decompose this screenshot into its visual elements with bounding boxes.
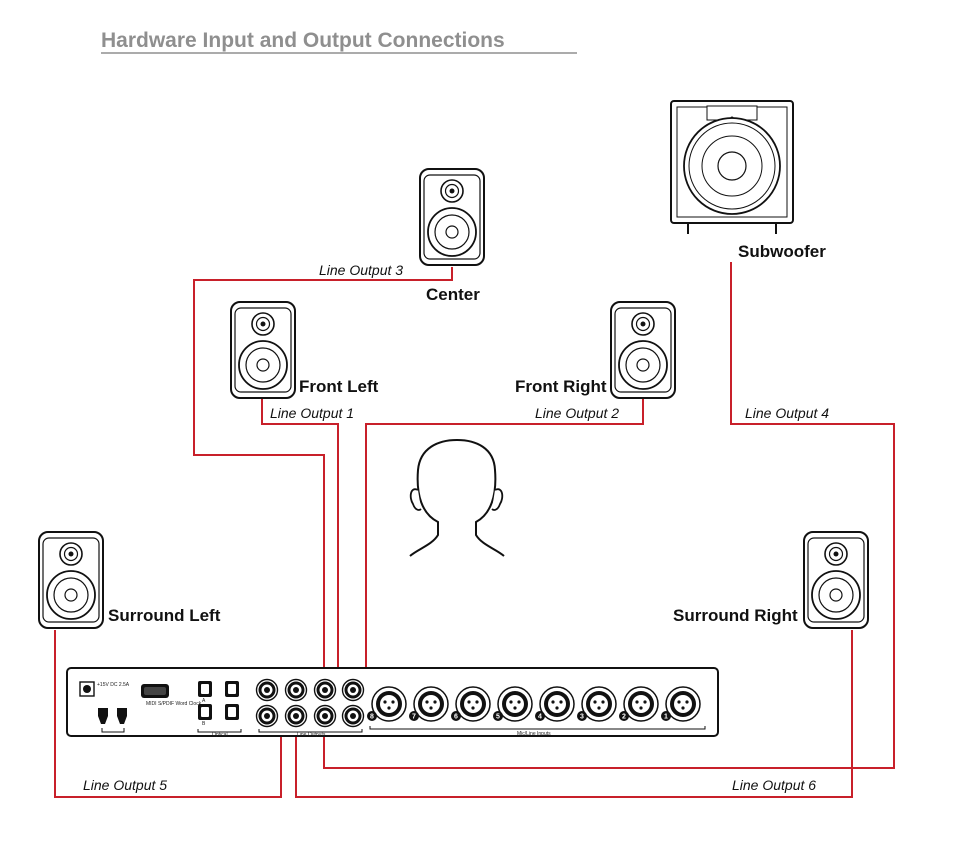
- optical-in-a-icon: [198, 681, 212, 697]
- cable-line-output-5: [54, 630, 282, 798]
- line-output-4-label: Line Output 4: [745, 405, 829, 421]
- front-left-label: Front Left: [299, 377, 379, 396]
- midi-label: MIDI S/PDIF Word Clock: [146, 701, 202, 707]
- power-jack-icon: [79, 681, 95, 697]
- power-label: +15V DC 2.5A: [97, 682, 130, 688]
- line-out-jack-icon: [313, 704, 337, 728]
- front-right-label: Front Right: [515, 377, 607, 396]
- input-number: 4: [538, 714, 542, 721]
- speaker-surround-right: Surround Right: [673, 531, 869, 629]
- audio-interface-panel: +15V DC 2.5A MIDI S/PDIF Word Clock A B …: [66, 667, 719, 738]
- mic-line-inputs: 8 7 6 5 4 3 2 1 Mic/Line Inputs: [367, 686, 706, 737]
- line-out-jack-icon: [284, 704, 308, 728]
- input-8-xlr-icon: [371, 686, 407, 722]
- line-outputs-label: Line Outputs: [297, 732, 326, 738]
- optical-out-b-icon: [225, 704, 239, 720]
- cables: [54, 262, 895, 798]
- line-out-jack-icon: [255, 678, 279, 702]
- input-6-xlr-icon: [455, 686, 491, 722]
- surround-left-speaker-icon: [38, 531, 104, 629]
- input-number: 7: [412, 714, 416, 721]
- page-title: Hardware Input and Output Connections: [101, 29, 505, 52]
- optical-label: Optical: [212, 732, 228, 738]
- line-output-1-label: Line Output 1: [270, 405, 354, 421]
- front-left-speaker-icon: [230, 301, 296, 399]
- surround-right-speaker-icon: [803, 531, 869, 629]
- mic-line-inputs-label: Mic/Line Inputs: [517, 731, 551, 737]
- output-labels: Line Output 3 Line Output 1 Line Output …: [83, 262, 829, 793]
- midi-port-icon: [141, 684, 169, 698]
- cable-line-output-3: [193, 267, 453, 690]
- front-right-speaker-icon: [610, 301, 676, 399]
- input-5-xlr-icon: [497, 686, 533, 722]
- input-number: 5: [496, 714, 500, 721]
- speaker-subwoofer: Subwoofer: [670, 100, 826, 261]
- listener-head-icon: [409, 438, 505, 557]
- optical-in-b-icon: [198, 704, 212, 720]
- speaker-center: Center: [419, 168, 485, 304]
- input-3-xlr-icon: [581, 686, 617, 722]
- input-4-xlr-icon: [539, 686, 575, 722]
- line-output-5-label: Line Output 5: [83, 777, 167, 793]
- cable-line-output-1: [261, 398, 339, 690]
- optical-out-a-icon: [225, 681, 239, 697]
- cable-line-output-4: [323, 262, 895, 769]
- input-number: 8: [370, 714, 374, 721]
- subwoofer-icon: [670, 100, 794, 234]
- surround-left-label: Surround Left: [108, 606, 221, 625]
- line-output-3-label: Line Output 3: [319, 262, 403, 278]
- diagram-header: Hardware Input and Output Connections: [101, 29, 577, 54]
- surround-right-label: Surround Right: [673, 606, 798, 625]
- input-number: 2: [622, 714, 626, 721]
- speaker-front-left: Front Left: [230, 301, 379, 399]
- optical-b-label: B: [202, 721, 206, 727]
- line-out-jack-icon: [284, 678, 308, 702]
- input-1-xlr-icon: [665, 686, 701, 722]
- optical-a-label: A: [202, 698, 206, 704]
- input-number: 1: [664, 714, 668, 721]
- line-output-6-label: Line Output 6: [732, 777, 816, 793]
- input-7-xlr-icon: [413, 686, 449, 722]
- center-label: Center: [426, 285, 480, 304]
- subwoofer-label: Subwoofer: [738, 242, 826, 261]
- usb-port-icon: [98, 708, 127, 733]
- line-output-2-label: Line Output 2: [535, 405, 619, 421]
- cable-line-output-2: [365, 398, 644, 690]
- input-2-xlr-icon: [623, 686, 659, 722]
- input-number: 3: [580, 714, 584, 721]
- line-out-jack-icon: [313, 678, 337, 702]
- speaker-surround-left: Surround Left: [38, 531, 221, 629]
- center-speaker-icon: [419, 168, 485, 266]
- line-out-jack-icon: [255, 704, 279, 728]
- line-out-jack-icon: [341, 704, 365, 728]
- line-out-jack-icon: [341, 678, 365, 702]
- cable-line-output-6: [295, 630, 853, 798]
- input-number: 6: [454, 714, 458, 721]
- speaker-front-right: Front Right: [515, 301, 676, 399]
- line-output-jacks: Line Outputs: [255, 678, 365, 738]
- optical-ports: A B Optical: [197, 681, 242, 738]
